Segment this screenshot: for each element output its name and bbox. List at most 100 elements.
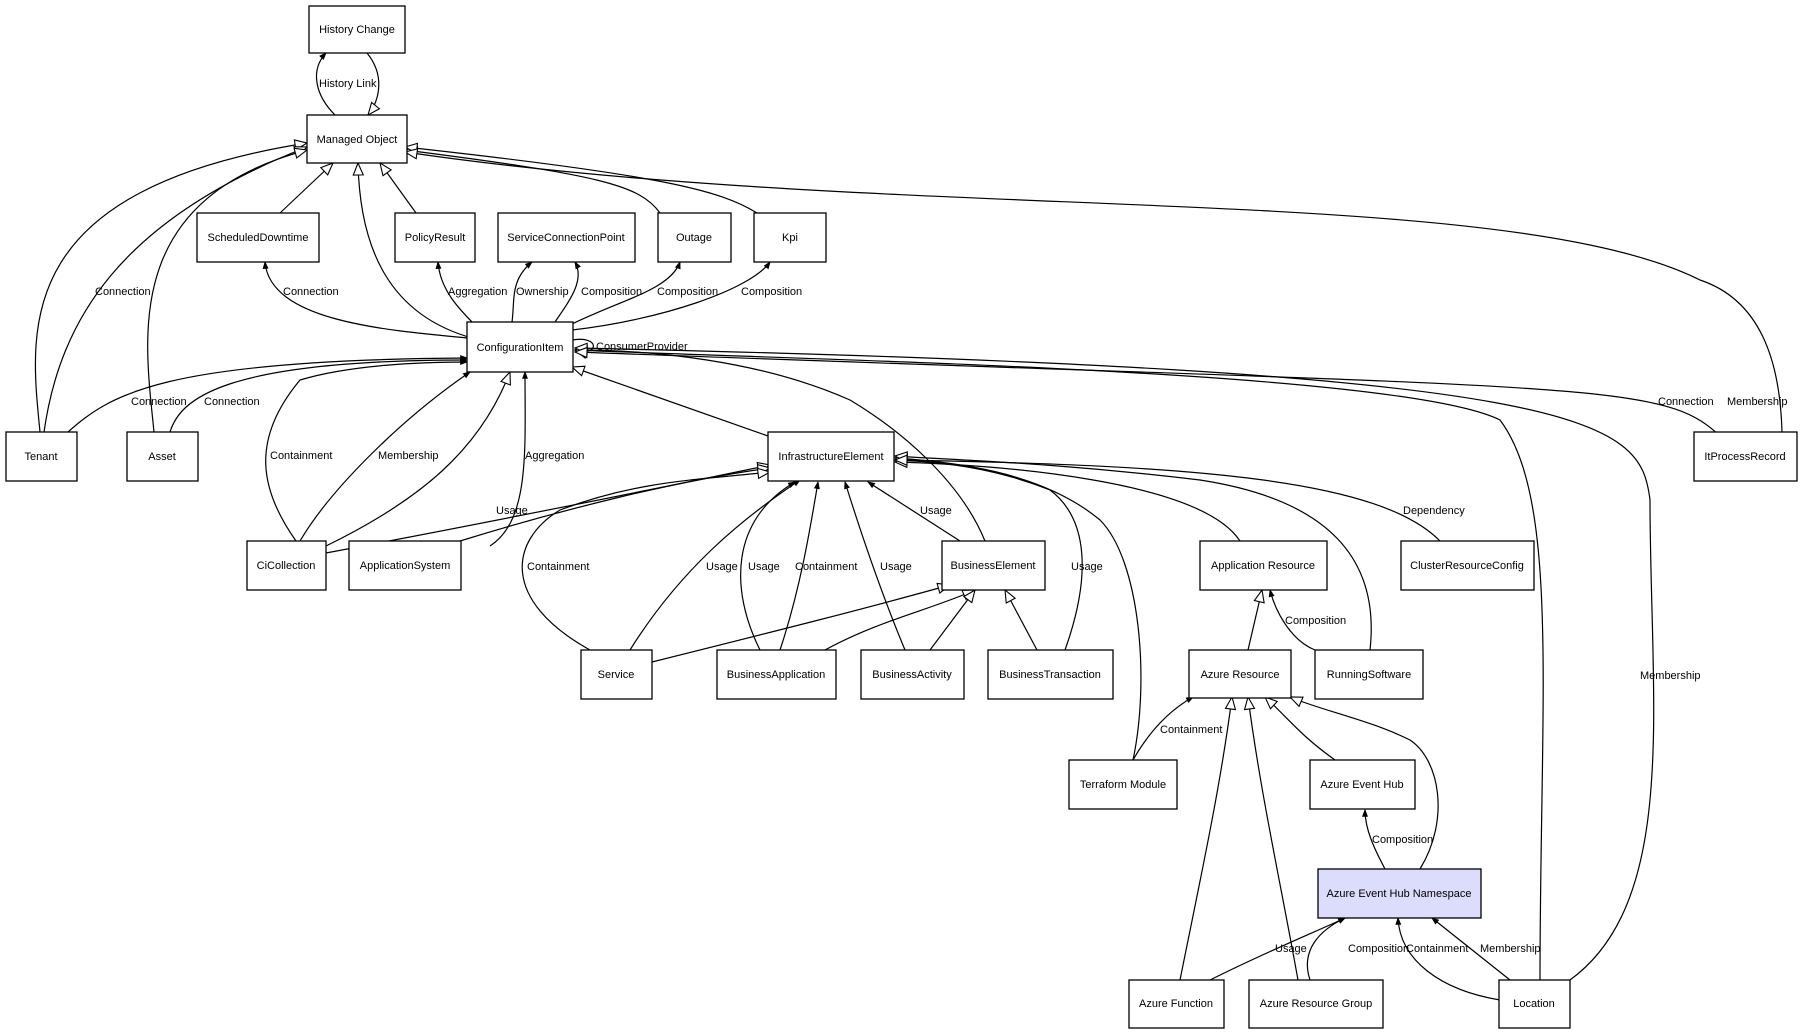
node-terraform-module[interactable]: Terraform Module: [1068, 759, 1178, 810]
node-it-process-record[interactable]: ItProcessRecord: [1693, 431, 1798, 482]
edge-bt-be: [1005, 590, 1038, 651]
edge-label: Connection: [1658, 396, 1714, 408]
node-label: ApplicationSystem: [360, 560, 451, 572]
edge-cicoll-ci-mem: [299, 372, 470, 542]
node-label: ServiceConnectionPoint: [507, 232, 624, 244]
node-label: ClusterResourceConfig: [1410, 560, 1524, 572]
edge-ci-scp-comp: [554, 262, 578, 323]
edge-label: History Link: [319, 78, 377, 90]
edge-label: ConsumerProvider: [596, 341, 688, 353]
edge-label: Usage: [706, 561, 738, 573]
edge-af-azr: [1179, 697, 1232, 981]
node-label: PolicyResult: [405, 232, 466, 244]
node-label: CiCollection: [257, 560, 316, 572]
node-label: BusinessApplication: [727, 669, 825, 681]
edge-history-mo: [366, 52, 379, 115]
edge-ba-ie-usage: [740, 482, 795, 651]
edge-aeh-azr: [1265, 697, 1336, 761]
edge-cicoll-ci-inh: [325, 372, 510, 547]
node-application-system[interactable]: ApplicationSystem: [348, 540, 462, 591]
node-business-transaction[interactable]: BusinessTransaction: [987, 649, 1114, 700]
edge-label: Membership: [1727, 396, 1788, 408]
node-scheduled-downtime[interactable]: ScheduledDowntime: [196, 212, 320, 263]
node-service-connection-point[interactable]: ServiceConnectionPoint: [497, 212, 636, 263]
edge-label: Membership: [1480, 943, 1541, 955]
node-infrastructure-element[interactable]: InfrastructureElement: [767, 431, 895, 482]
edge-tenant-mo: [34, 143, 307, 433]
node-label: InfrastructureElement: [778, 451, 883, 463]
node-label: RunningSoftware: [1327, 669, 1411, 681]
edge-asset-mo: [147, 150, 307, 433]
edge-label: Composition: [581, 286, 642, 298]
edge-tenant-ci: [67, 358, 467, 433]
node-label: Outage: [676, 232, 712, 244]
node-label: Managed Object: [317, 134, 398, 146]
edge-service-ie-cont: [521, 472, 770, 651]
node-managed-object[interactable]: Managed Object: [306, 114, 408, 164]
edge-label: Connection: [131, 396, 187, 408]
edge-label: Dependency: [1403, 505, 1465, 517]
edge-ba-be: [824, 590, 975, 651]
edge-tm-ie: [895, 458, 1142, 761]
node-kpi[interactable]: Kpi: [753, 212, 827, 263]
edge-label: Containment: [527, 561, 589, 573]
edge-azr-ar: [1247, 590, 1262, 651]
node-label: BusinessTransaction: [999, 669, 1101, 681]
edge-aehn-aeh: [1365, 810, 1386, 870]
edge-label: Containment: [1406, 943, 1468, 955]
nodes: History Change Managed Object ScheduledD…: [5, 5, 1798, 1029]
node-business-application[interactable]: BusinessApplication: [716, 649, 837, 700]
edge-label: Connection: [283, 286, 339, 298]
edge-label: Containment: [1160, 724, 1222, 736]
node-cluster-resource-config[interactable]: ClusterResourceConfig: [1400, 540, 1535, 591]
edge-label: Composition: [741, 286, 802, 298]
node-policy-result[interactable]: PolicyResult: [394, 212, 476, 263]
edge-ci-mo: [358, 163, 473, 339]
node-service[interactable]: Service: [580, 649, 653, 700]
edge-service-ie-usage: [629, 480, 800, 651]
node-label: BusinessElement: [951, 560, 1036, 572]
node-ci-collection[interactable]: CiCollection: [246, 540, 327, 591]
edge-service-be: [651, 585, 950, 663]
node-location[interactable]: Location: [1498, 979, 1571, 1029]
node-azure-event-hub[interactable]: Azure Event Hub: [1309, 759, 1416, 810]
edge-ci-pr: [438, 262, 476, 326]
node-configuration-item[interactable]: ConfigurationItem: [466, 321, 574, 373]
edge-ci-kpi: [571, 262, 770, 331]
node-label: BusinessActivity: [872, 669, 952, 681]
edge-label: Composition: [1372, 834, 1433, 846]
edge-itpr-mo: [405, 152, 1783, 433]
edge-mo-history: [315, 53, 336, 116]
node-asset[interactable]: Asset: [126, 431, 199, 482]
node-label: Kpi: [782, 232, 798, 244]
node-tenant[interactable]: Tenant: [5, 431, 78, 482]
node-label: Azure Event Hub Namespace: [1327, 888, 1472, 900]
node-azure-function[interactable]: Azure Function: [1128, 979, 1225, 1029]
edge-label: Usage: [1071, 561, 1103, 573]
edge-ie-ci: [572, 367, 769, 437]
edge-label: Aggregation: [525, 450, 584, 462]
node-business-activity[interactable]: BusinessActivity: [860, 649, 965, 700]
edge-label: Containment: [795, 561, 857, 573]
edge-appsys-ie: [459, 468, 770, 542]
edge-label: Ownership: [516, 286, 569, 298]
edge-label: Usage: [920, 505, 952, 517]
edge-rs-ie: [895, 456, 1372, 651]
edge-label: Membership: [378, 450, 439, 462]
edge-aehn-azr: [1290, 697, 1439, 870]
edge-ci-outage: [569, 262, 681, 326]
node-outage[interactable]: Outage: [657, 212, 732, 263]
node-running-software[interactable]: RunningSoftware: [1314, 649, 1424, 700]
node-business-element[interactable]: BusinessElement: [941, 540, 1046, 591]
edge-label: Connection: [204, 396, 260, 408]
edge-outage-mo: [405, 150, 661, 214]
node-application-resource[interactable]: Application Resource: [1199, 540, 1328, 591]
edge-pr-mo: [380, 163, 417, 214]
node-azure-resource[interactable]: Azure Resource: [1188, 649, 1292, 699]
node-azure-resource-group[interactable]: Azure Resource Group: [1248, 979, 1384, 1029]
node-azure-event-hub-namespace[interactable]: Azure Event Hub Namespace: [1317, 868, 1482, 919]
node-history-change[interactable]: History Change: [308, 5, 406, 54]
node-label: Terraform Module: [1080, 779, 1166, 791]
edge-arg-azr: [1248, 697, 1299, 981]
